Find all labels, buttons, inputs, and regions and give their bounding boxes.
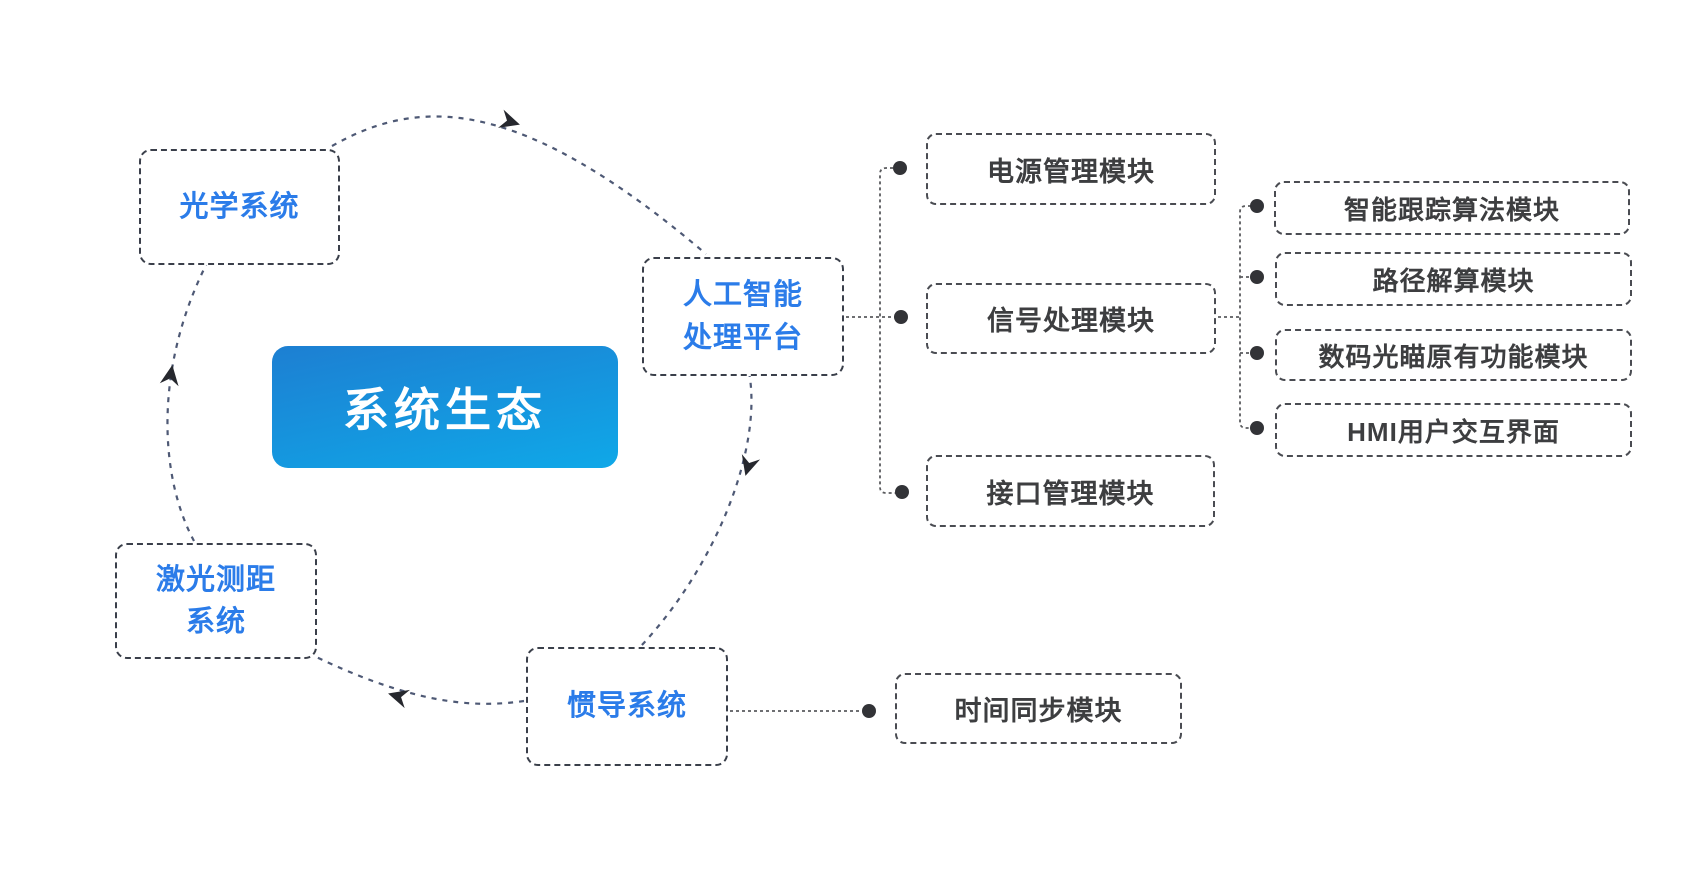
node-ai-processing-platform[interactable]: 人工智能 处理平台 — [642, 257, 844, 376]
branch-dot — [894, 310, 908, 324]
cycle-arc-bottom — [307, 652, 525, 705]
branch-dot — [1250, 346, 1264, 360]
node-inertial-navigation-system[interactable]: 惯导系统 — [526, 647, 728, 766]
module-time-synchronization[interactable]: 时间同步模块 — [895, 673, 1182, 744]
connector-signal-trunk — [1239, 205, 1257, 429]
node-label-line2: 系统 — [185, 606, 246, 638]
cycle-arc-left — [166, 262, 208, 542]
module-hmi-user-interface[interactable]: HMI用户交互界面 — [1275, 403, 1632, 457]
cycle-arc-right — [640, 371, 753, 647]
node-label: 惯导系统 — [566, 690, 687, 723]
arrowhead-icon — [159, 365, 179, 387]
module-path-solving[interactable]: 路径解算模块 — [1275, 252, 1632, 306]
branch-dot — [1250, 199, 1264, 213]
node-label-line1: 人工智能 — [682, 279, 803, 312]
module-interface-management[interactable]: 接口管理模块 — [926, 455, 1215, 527]
arrowhead-icon — [741, 454, 761, 476]
module-label: 路径解算模块 — [1372, 265, 1535, 296]
branch-dot — [1250, 270, 1264, 284]
node-label: 光学系统 — [179, 190, 300, 223]
center-node-system-ecosystem[interactable]: 系统生态 — [272, 346, 618, 468]
node-label-line2: 处理平台 — [682, 321, 803, 354]
connector-ai-trunk — [879, 167, 901, 494]
branch-dot — [893, 161, 907, 175]
node-label-line1: 激光测距 — [155, 563, 276, 596]
module-digital-sight-original-functions[interactable]: 数码光瞄原有功能模块 — [1275, 329, 1632, 381]
node-optical-system[interactable]: 光学系统 — [139, 149, 340, 265]
module-label: 智能跟踪算法模块 — [1343, 194, 1560, 225]
branch-dot — [1250, 421, 1264, 435]
center-node-label: 系统生态 — [343, 384, 547, 436]
module-power-management[interactable]: 电源管理模块 — [926, 133, 1216, 205]
module-signal-processing[interactable]: 信号处理模块 — [926, 283, 1216, 354]
module-label: 数码光瞄原有功能模块 — [1318, 341, 1589, 372]
module-label: 电源管理模块 — [987, 156, 1155, 187]
module-label: HMI用户交互界面 — [1347, 416, 1560, 447]
arrowhead-icon — [388, 689, 410, 709]
branch-dot — [862, 704, 876, 718]
module-label: 接口管理模块 — [986, 478, 1155, 509]
module-intelligent-tracking-algorithm[interactable]: 智能跟踪算法模块 — [1274, 181, 1630, 235]
arrowhead-icon — [498, 109, 520, 128]
node-laser-ranging-system[interactable]: 激光测距 系统 — [115, 543, 317, 659]
module-label: 时间同步模块 — [954, 696, 1123, 726]
cycle-arc-top — [331, 115, 707, 255]
module-label: 信号处理模块 — [987, 306, 1155, 336]
branch-dot — [895, 485, 909, 499]
